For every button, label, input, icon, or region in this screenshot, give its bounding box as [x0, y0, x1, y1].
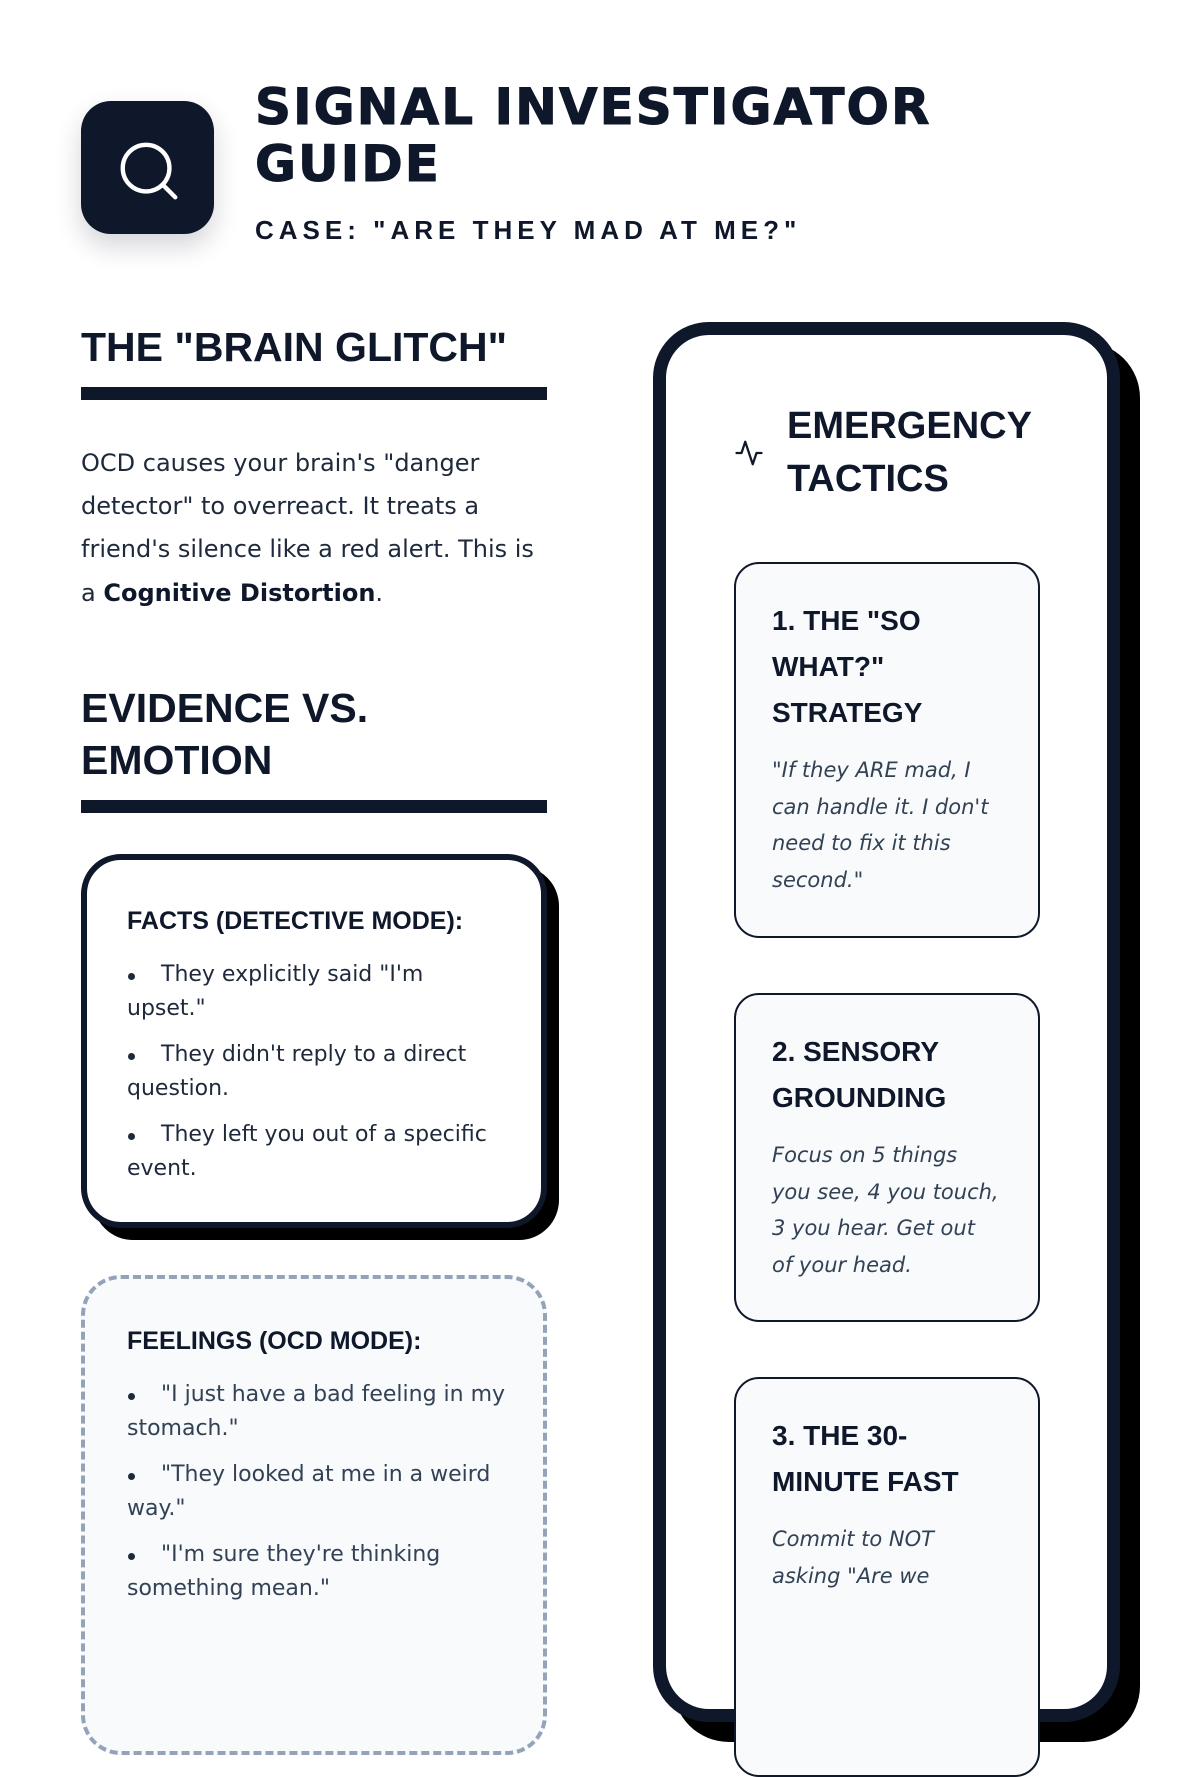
brain-glitch-heading: THE "BRAIN GLITCH" — [81, 321, 547, 400]
activity-icon — [735, 440, 763, 466]
tactic-list: 1. THE "SO WHAT?" STRATEGY "If they ARE … — [734, 562, 1040, 1777]
emergency-tactics-panel: EMERGENCY TACTICS 1. THE "SO WHAT?" STRA… — [653, 322, 1120, 1777]
feelings-heading: FEELINGS (OCD MODE): — [127, 1326, 422, 1355]
feeling-text: "I'm sure they're thinking something mea… — [127, 1541, 441, 1601]
feeling-text: "I just have a bad feeling in my stomach… — [127, 1381, 506, 1441]
fact-item: They left you out of a specific event. — [127, 1118, 509, 1186]
brain-glitch-text: OCD causes your brain's "danger detector… — [81, 449, 534, 607]
tactic-body: Commit to NOT asking "Are we — [772, 1527, 934, 1588]
feeling-item: "They looked at me in a weird way." — [127, 1458, 509, 1526]
tactics-heading: EMERGENCY TACTICS — [787, 405, 1032, 500]
tactic-title: 1. THE "SO WHAT?" STRATEGY — [772, 605, 923, 728]
brain-glitch-paragraph: OCD causes your brain's "danger detector… — [81, 442, 547, 615]
tactic-card: 2. SENSORY GROUNDING Focus on 5 things y… — [734, 993, 1040, 1322]
tactic-body: "If they ARE mad, I can handle it. I don… — [772, 758, 989, 893]
tactic-card: 1. THE "SO WHAT?" STRATEGY "If they ARE … — [734, 562, 1040, 938]
page-title: SIGNAL INVESTIGATOR GUIDE — [255, 78, 932, 193]
brain-glitch-end: . — [375, 578, 384, 607]
feeling-item: "I just have a bad feeling in my stomach… — [127, 1378, 509, 1446]
fact-text: They explicitly said "I'm upset." — [127, 961, 424, 1021]
evidence-heading: EVIDENCE VS. EMOTION — [81, 682, 547, 813]
fact-text: They didn't reply to a direct question. — [127, 1041, 467, 1101]
bullet-icon — [127, 1378, 161, 1412]
bullet-icon — [127, 1458, 161, 1492]
tactic-title: 3. THE 30-MINUTE FAST — [772, 1420, 959, 1497]
fact-item: They didn't reply to a direct question. — [127, 1038, 509, 1106]
facts-card: FACTS (DETECTIVE MODE): They explicitly … — [81, 853, 547, 1228]
feelings-list: "I just have a bad feeling in my stomach… — [127, 1378, 509, 1606]
tactic-body: Focus on 5 things you see, 4 you touch, … — [772, 1143, 999, 1278]
bullet-icon — [127, 1538, 161, 1572]
bullet-icon — [127, 1038, 161, 1072]
facts-heading: FACTS (DETECTIVE MODE): — [127, 906, 464, 935]
left-column: THE "BRAIN GLITCH" OCD causes your brain… — [81, 321, 547, 1755]
fact-text: They left you out of a specific event. — [127, 1121, 487, 1181]
bullet-icon — [127, 1118, 161, 1152]
tactics-header: EMERGENCY TACTICS — [734, 400, 1040, 506]
facts-list: They explicitly said "I'm upset." They d… — [127, 958, 509, 1186]
page-subtitle: CASE: "ARE THEY MAD AT ME?" — [255, 215, 802, 245]
fact-item: They explicitly said "I'm upset." — [127, 958, 509, 1026]
logo-badge — [81, 101, 214, 234]
cognitive-distortion-term: Cognitive Distortion — [103, 578, 376, 607]
search-icon — [120, 142, 178, 200]
tactic-title: 2. SENSORY GROUNDING — [772, 1036, 947, 1113]
bullet-icon — [127, 958, 161, 992]
tactic-card: 3. THE 30-MINUTE FAST Commit to NOT aski… — [734, 1377, 1040, 1777]
feelings-card: FEELINGS (OCD MODE): "I just have a bad … — [81, 1274, 547, 1755]
feeling-text: "They looked at me in a weird way." — [127, 1461, 491, 1521]
feeling-item: "I'm sure they're thinking something mea… — [127, 1538, 509, 1606]
